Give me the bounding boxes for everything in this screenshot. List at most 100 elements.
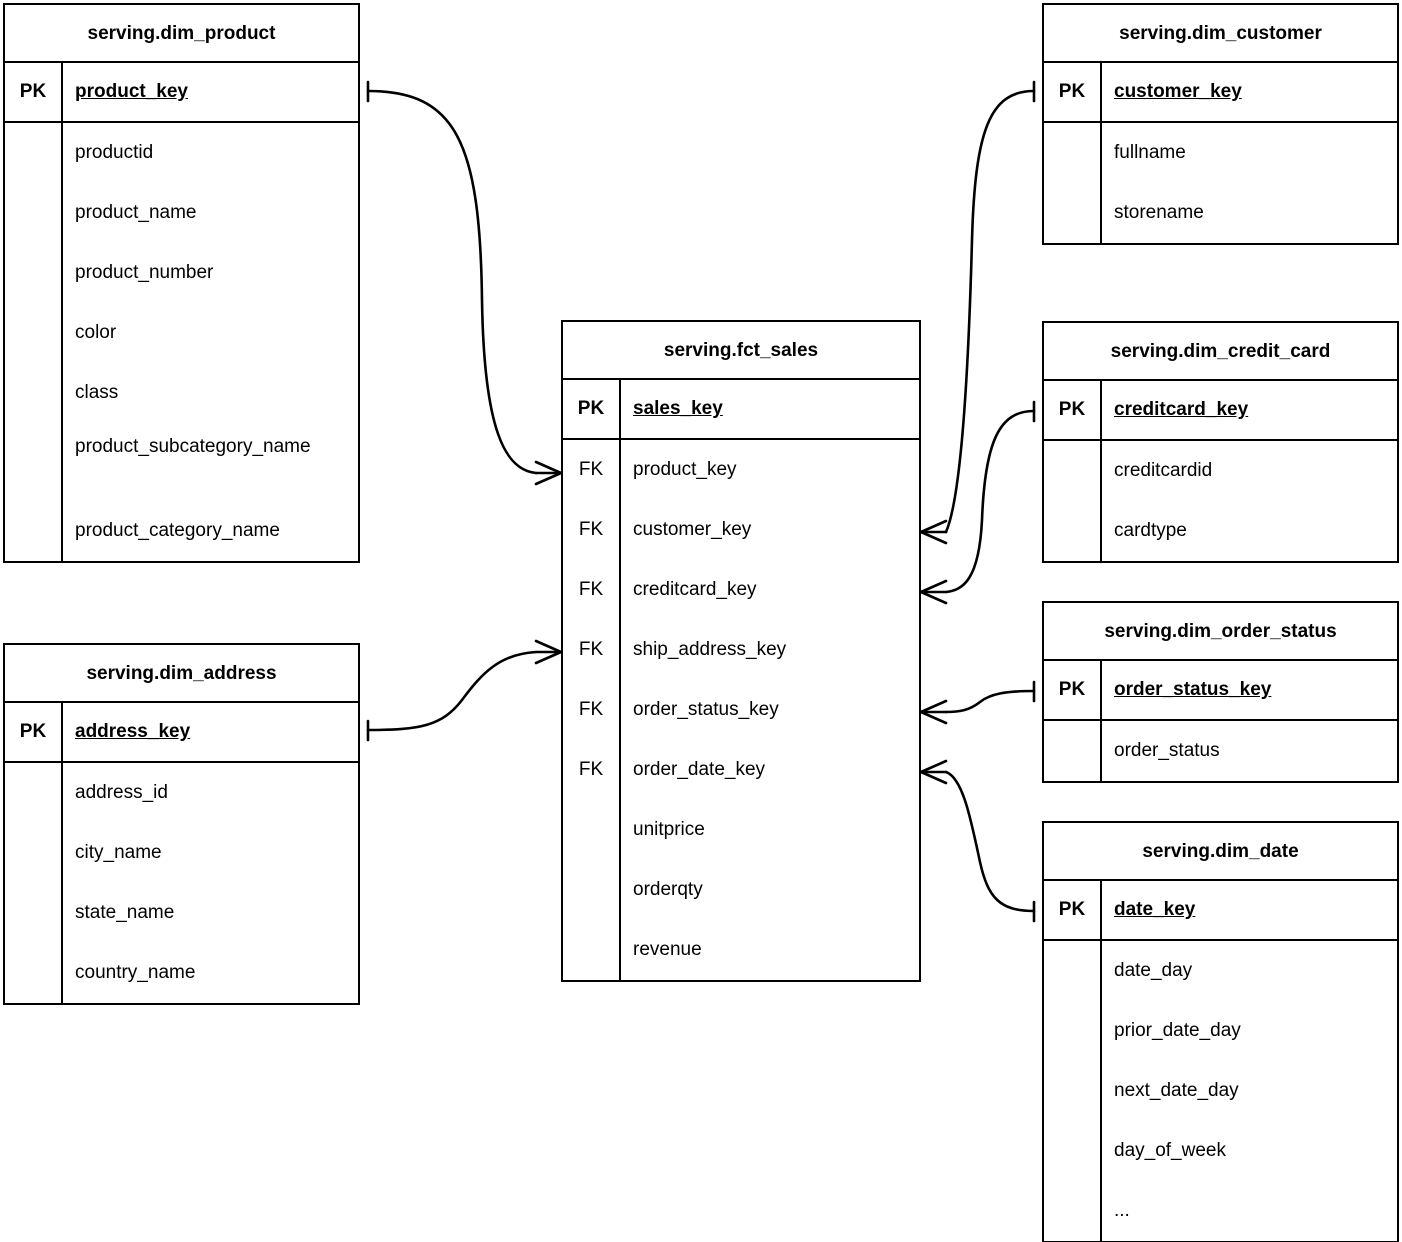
entity-fk-row[interactable]: FK customer_key: [563, 500, 919, 560]
entity-title: serving.dim_order_status: [1044, 603, 1397, 661]
relationship-order-status: [919, 680, 1036, 725]
entity-fk-row[interactable]: FK ship_address_key: [563, 620, 919, 680]
entity-title: serving.dim_address: [5, 645, 358, 703]
pk-badge: PK: [563, 380, 621, 438]
entity-title: serving.dim_date: [1044, 823, 1397, 881]
entity-pk-row[interactable]: PK sales_key: [563, 380, 919, 440]
pk-badge: PK: [1044, 881, 1102, 939]
relationship-creditcard-line: [944, 409, 1036, 594]
entity-title: serving.fct_sales: [563, 322, 919, 380]
entity-title: serving.dim_customer: [1044, 5, 1397, 63]
entity-fk-row[interactable]: FK order_status_key: [563, 680, 919, 740]
fk-badge: FK: [563, 560, 621, 620]
fk-column-name: product_key: [633, 459, 737, 480]
entity-pk-row[interactable]: PK customer_key: [1044, 63, 1397, 123]
entity-pk-row[interactable]: PK product_key: [5, 63, 358, 123]
entity-pk-row[interactable]: PK order_status_key: [1044, 661, 1397, 721]
entity-fct-sales[interactable]: serving.fct_sales PK sales_key FK produc…: [561, 320, 921, 982]
fk-badge: FK: [563, 620, 621, 680]
attribute-row: product_name: [75, 202, 197, 223]
entity-title: serving.dim_credit_card: [1044, 323, 1397, 381]
relationship-date-crowsfoot: [919, 759, 948, 785]
entity-fk-row[interactable]: FK creditcard_key: [563, 560, 919, 620]
attribute-row: prior_date_day: [1114, 1020, 1241, 1041]
relationship-address: [366, 639, 563, 742]
relationship-date-line: [944, 770, 1036, 913]
entity-dim-address[interactable]: serving.dim_address PK address_key addre…: [3, 643, 360, 1005]
fk-badge: FK: [563, 680, 621, 740]
relationship-product-crowsfoot: [534, 460, 563, 486]
attribute-row: fullname: [1114, 142, 1186, 163]
fk-column-name: ship_address_key: [633, 639, 787, 660]
pk-column-name: date_key: [1114, 899, 1196, 920]
attribute-row: country_name: [75, 962, 196, 983]
measure-row: orderqty: [633, 879, 703, 900]
attribute-key-gutter: [1044, 441, 1102, 561]
relationship-customer-crowsfoot: [919, 519, 948, 545]
attribute-key-gutter: [1044, 941, 1102, 1241]
attribute-row: productid: [75, 142, 154, 163]
entity-dim-order-status[interactable]: serving.dim_order_status PK order_status…: [1042, 601, 1399, 783]
fk-column-name: creditcard_key: [633, 579, 757, 600]
pk-badge: PK: [1044, 381, 1102, 439]
pk-column-name: address_key: [75, 721, 191, 742]
attribute-row: day_of_week: [1114, 1140, 1226, 1161]
relationship-order-status-line: [944, 689, 1036, 714]
attribute-row: next_date_day: [1114, 1080, 1239, 1101]
entity-dim-date[interactable]: serving.dim_date PK date_key date_day pr…: [1042, 821, 1399, 1242]
entity-title: serving.dim_product: [5, 5, 358, 63]
entity-fk-row[interactable]: FK product_key: [563, 440, 919, 500]
relationship-address-crowsfoot: [534, 639, 563, 665]
attribute-key-gutter: [1044, 721, 1102, 781]
entity-pk-row[interactable]: PK creditcard_key: [1044, 381, 1397, 441]
entity-attributes: creditcardid cardtype: [1044, 441, 1397, 561]
entity-measures: unitprice orderqty revenue: [563, 800, 919, 980]
entity-pk-row[interactable]: PK address_key: [5, 703, 358, 763]
attribute-row: class: [75, 382, 119, 403]
attribute-key-gutter: [563, 800, 621, 980]
entity-fk-row[interactable]: FK order_date_key: [563, 740, 919, 800]
attribute-row: order_status: [1114, 740, 1220, 761]
relationship-order-status-crowsfoot: [919, 699, 948, 725]
relationship-creditcard: [919, 400, 1036, 605]
pk-badge: PK: [1044, 63, 1102, 121]
entity-attributes: date_day prior_date_day next_date_day da…: [1044, 941, 1397, 1241]
entity-dim-customer[interactable]: serving.dim_customer PK customer_key ful…: [1042, 3, 1399, 245]
pk-column-name: creditcard_key: [1114, 399, 1249, 420]
fk-column-name: order_status_key: [633, 699, 779, 720]
relationship-customer-line: [944, 89, 1036, 534]
entity-dim-credit-card[interactable]: serving.dim_credit_card PK creditcard_ke…: [1042, 321, 1399, 563]
entity-pk-row[interactable]: PK date_key: [1044, 881, 1397, 941]
fk-badge: FK: [563, 440, 621, 500]
entity-attributes: fullname storename: [1044, 123, 1397, 243]
entity-attributes: order_status: [1044, 721, 1397, 781]
relationship-address-line: [366, 650, 538, 732]
attribute-row: product_category_name: [75, 520, 280, 541]
fk-column-name: customer_key: [633, 519, 752, 540]
fk-column-name: order_date_key: [633, 759, 766, 780]
fk-badge: FK: [563, 500, 621, 560]
attribute-key-gutter: [5, 123, 63, 561]
entity-attributes: productid product_name product_number co…: [5, 123, 358, 561]
relationship-customer: [919, 80, 1036, 545]
entity-dim-product[interactable]: serving.dim_product PK product_key produ…: [3, 3, 360, 563]
attribute-row: product_subcategory_name: [75, 436, 311, 457]
attribute-row: state_name: [75, 902, 175, 923]
attribute-row: cardtype: [1114, 520, 1187, 541]
relationship-creditcard-crowsfoot: [919, 579, 948, 605]
pk-column-name: customer_key: [1114, 81, 1242, 102]
relationship-product: [366, 80, 563, 486]
pk-column-name: order_status_key: [1114, 679, 1272, 700]
attribute-row: date_day: [1114, 960, 1193, 981]
pk-column-name: sales_key: [633, 398, 723, 419]
entity-attributes: address_id city_name state_name country_…: [5, 763, 358, 1003]
measure-row: unitprice: [633, 819, 705, 840]
attribute-row: product_number: [75, 262, 214, 283]
attribute-row: storename: [1114, 202, 1204, 223]
relationship-date: [919, 759, 1036, 923]
attribute-key-gutter: [5, 763, 63, 1003]
measure-row: revenue: [633, 939, 702, 960]
pk-badge: PK: [1044, 661, 1102, 719]
attribute-key-gutter: [1044, 123, 1102, 243]
